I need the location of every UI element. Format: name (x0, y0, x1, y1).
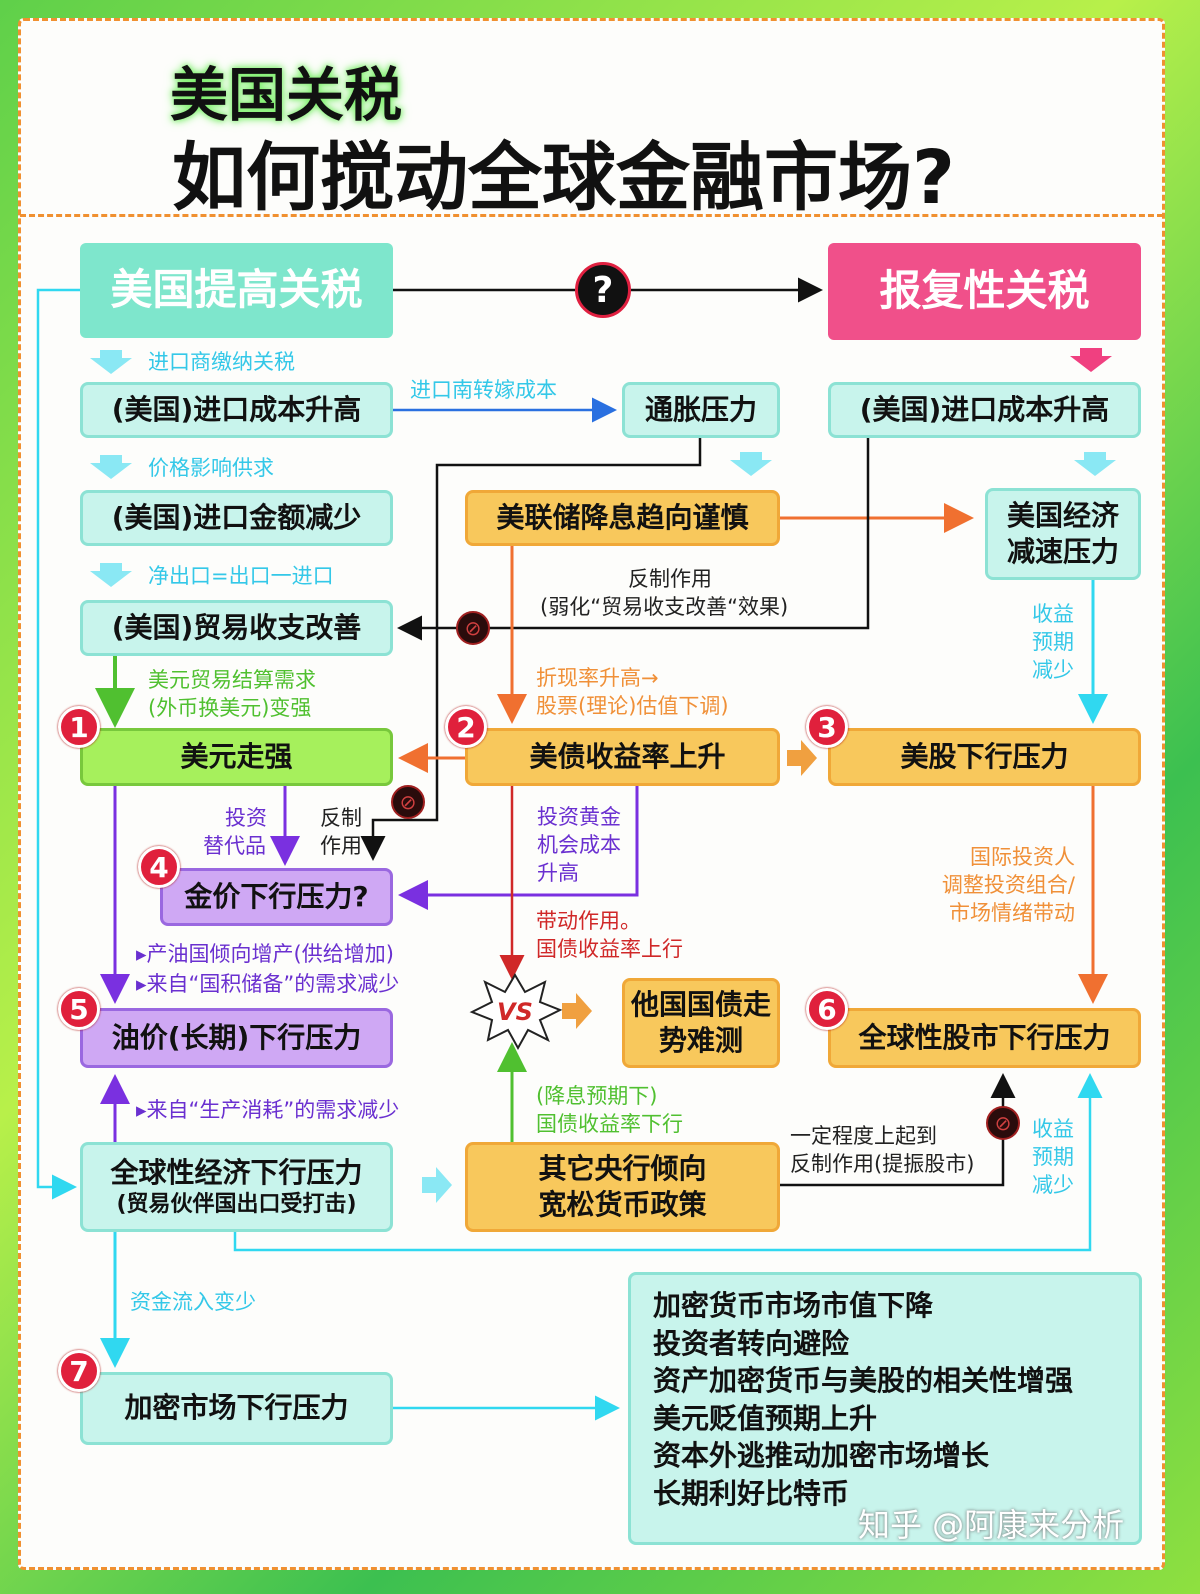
node-us-raise-tariff: 美国提高关税 (80, 243, 393, 338)
node-other-bonds: 他国国债走势难测 (622, 978, 780, 1068)
label-counter3-l1: 一定程度上起到 (790, 1124, 937, 1148)
list-item: 长期利好比特币 (653, 1476, 850, 1510)
node-us-econ-slow: 美国经济减速压力 (985, 488, 1141, 580)
label-counter2-2: 作用 (320, 834, 362, 858)
label-gold-cost-1: 投资黄金 (537, 805, 621, 829)
label-substitute-2: 替代品 (203, 834, 266, 858)
node-inflation: 通胀压力 (622, 382, 780, 438)
node-crypto: 加密市场下行压力 (80, 1372, 393, 1445)
node-usd-strong: 美元走强 (80, 728, 393, 786)
list-item: 资产加密货币与美股的相关性增强 (653, 1364, 1074, 1397)
vs-label: VS (497, 998, 533, 1026)
label-oil-l2: ▸来自“国积储备”的需求减少 (136, 972, 400, 996)
node-import-amount: (美国)进口金额减少 (80, 490, 393, 546)
label-earn2-2: 预期 (1032, 1145, 1074, 1169)
block-arrows (90, 348, 1116, 1203)
list-item: 资本外逃推动加密市场增长 (653, 1439, 990, 1472)
node-global-econ: 全球性经济下行压力 (贸易伙伴国出口受打击) (80, 1142, 393, 1232)
label-usd-demand-l2: (外币换美元)变强 (148, 696, 312, 720)
badge-2: 2 (445, 706, 487, 748)
vs-burst (469, 973, 563, 1051)
node-trade-balance: (美国)贸易收支改善 (80, 600, 393, 656)
badge-3: 3 (806, 706, 848, 748)
label-usd-demand-l1: 美元贸易结算需求 (148, 668, 316, 692)
label-less-funds: 资金流入变少 (130, 1290, 256, 1314)
label-gold-cost-2: 机会成本 (537, 833, 621, 857)
label-drive-l1: 带动作用。 (536, 909, 641, 933)
label-cut-l1: (降息预期下) (536, 1084, 658, 1108)
node-retaliation: 报复性关税 (828, 243, 1141, 340)
label-earn1-2: 预期 (1032, 630, 1074, 654)
badge-5: 5 (58, 988, 100, 1030)
title-line1: 美国关税 (170, 61, 403, 129)
label-drive-l2: 国债收益率上行 (536, 937, 683, 961)
badge-7: 7 (58, 1350, 100, 1392)
node-oil: 油价(长期)下行压力 (80, 1008, 393, 1068)
list-item: 加密货币市场市值下降 (653, 1289, 934, 1322)
label-net-export: 净出口=出口一进口 (148, 564, 334, 588)
node-other-central-banks: 其它央行倾向宽松货币政策 (465, 1142, 780, 1232)
label-gold-cost-3: 升高 (537, 861, 579, 885)
node-global-econ-l2: (贸易伙伴国出口受打击) (116, 1191, 357, 1217)
label-counter2-1: 反制 (320, 806, 362, 830)
crypto-effects-list: 加密货币市场市值下降 投资者转向避险 资产加密货币与美股的相关性增强 美元贬值预… (628, 1272, 1142, 1545)
list-item: 美元贬值预期上升 (653, 1401, 878, 1435)
block-icon: ⊘ (986, 1106, 1020, 1140)
node-global-econ-l1: 全球性经济下行压力 (110, 1155, 363, 1189)
watermark: 知乎 @阿康来分析 (858, 1506, 1125, 1544)
label-earn1-3: 减少 (1032, 658, 1074, 682)
label-importer-pay: 进口商缴纳关税 (148, 350, 295, 374)
badge-1: 1 (58, 706, 100, 748)
question-icon: ? (575, 262, 631, 318)
badge-6: 6 (806, 988, 848, 1030)
label-pass-cost: 进口南转嫁成本 (410, 378, 557, 402)
block-icon: ⊘ (391, 785, 425, 819)
label-investors-2: 调整投资组合/ (941, 873, 1075, 897)
label-substitute-1: 投资 (225, 806, 267, 830)
list-item: 投资者转向避险 (653, 1326, 850, 1360)
label-earn2-3: 减少 (1032, 1173, 1074, 1197)
node-global-stock: 全球性股市下行压力 (828, 1008, 1141, 1068)
label-oil-l3: ▸来自“生产消耗”的需求减少 (136, 1098, 400, 1122)
label-oil-l1: ▸产油国倾向增产(供给增加) (136, 942, 394, 966)
label-discount-l1: 折现率升高→ (536, 666, 659, 690)
label-earn1-1: 收益 (1032, 602, 1074, 626)
label-counter3-l2: 反制作用(提振股市) (790, 1152, 975, 1176)
label-investors-3: 市场情绪带动 (949, 901, 1075, 925)
label-counter1-l2: (弱化“贸易收支改善“效果) (540, 595, 789, 619)
divider (20, 214, 1163, 217)
node-import-cost-right: (美国)进口成本升高 (828, 382, 1141, 438)
title-line2: 如何搅动全球金融市场? (172, 135, 955, 221)
node-treasury-yield: 美债收益率上升 (465, 728, 780, 786)
node-gold: 金价下行压力? (160, 868, 393, 926)
node-fed-cautious: 美联储降息趋向谨慎 (465, 490, 780, 546)
label-discount-l2: 股票(理论)估值下调) (536, 694, 729, 718)
node-us-stock: 美股下行压力 (828, 728, 1141, 786)
badge-4: 4 (138, 846, 180, 888)
label-cut-l2: 国债收益率下行 (536, 1112, 683, 1136)
block-icon: ⊘ (456, 611, 490, 645)
label-price-supply: 价格影响供求 (148, 456, 274, 480)
label-investors-1: 国际投资人 (970, 845, 1075, 869)
label-earn2-1: 收益 (1032, 1117, 1074, 1141)
node-import-cost-left: (美国)进口成本升高 (80, 382, 393, 438)
label-counter1-l1: 反制作用 (628, 567, 712, 591)
